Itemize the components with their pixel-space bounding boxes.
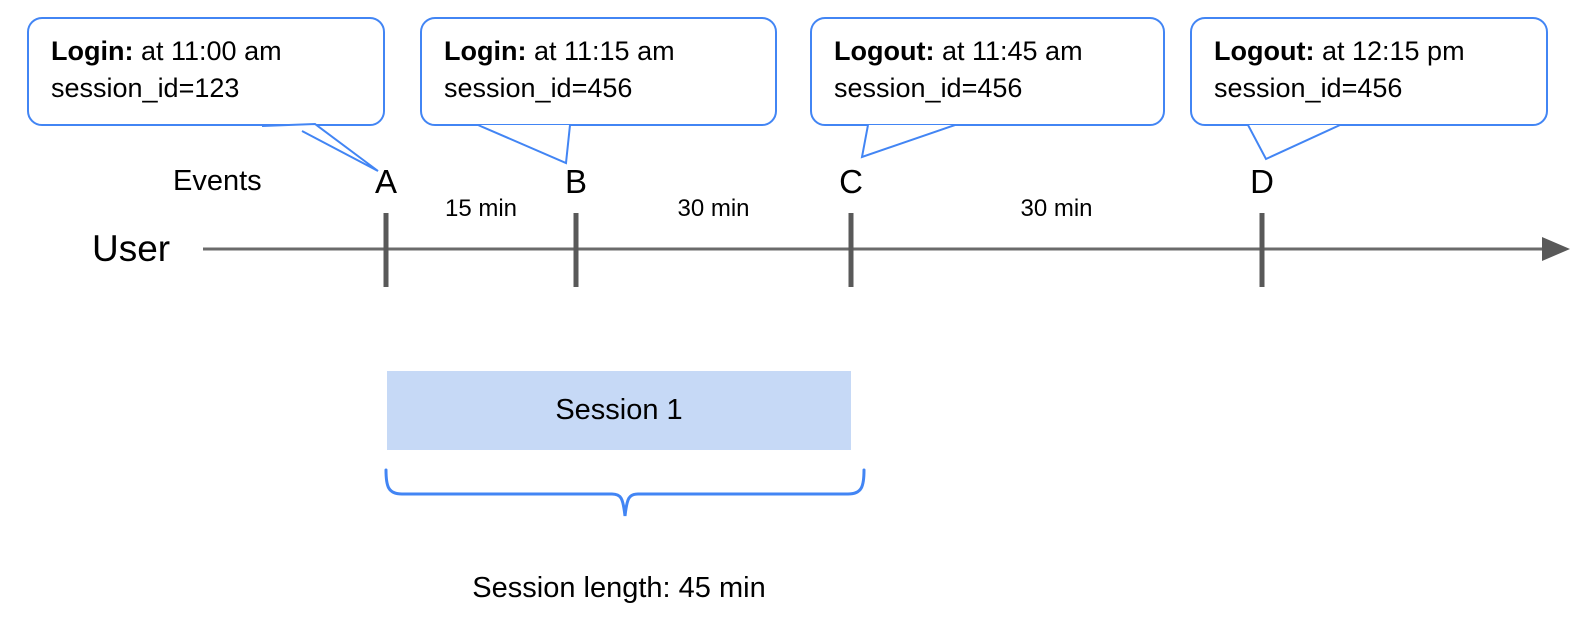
session-length-brace: [384, 468, 866, 517]
event-callout-b: Login: at 11:15 am session_id=456: [420, 17, 777, 126]
session-bar: Session 1: [387, 371, 851, 450]
event-callout-d: Logout: at 12:15 pm session_id=456: [1190, 17, 1548, 126]
callout-b-tail: [477, 124, 571, 165]
interval-label-c-d: 30 min: [1020, 195, 1093, 222]
callout-b-event-type: Login:: [444, 36, 527, 66]
interval-label-b-c: 30 min: [677, 195, 750, 222]
callout-b-session-field: session_id=456: [444, 72, 633, 103]
session-length-caption: Session length: 45 min: [472, 572, 766, 604]
callout-d-tail: [1247, 124, 1341, 161]
event-callout-a: Login: at 11:00 am session_id=123: [27, 17, 385, 126]
callout-c-event-type: Logout:: [834, 36, 935, 66]
callout-d-session-field: session_id=456: [1214, 72, 1403, 103]
marker-label-a: A: [374, 163, 397, 200]
callout-d-time: at 12:15 pm: [1321, 36, 1465, 66]
marker-label-b: B: [564, 163, 587, 200]
callout-a-time: at 11:00 am: [140, 36, 282, 66]
callout-c-time: at 11:45 am: [941, 36, 1083, 66]
callout-a-session-field: session_id=123: [51, 72, 240, 103]
marker-label-c: C: [839, 163, 863, 200]
callout-d-line1: Logout: at 12:15 pm: [1214, 33, 1526, 70]
events-row-label: Events: [173, 165, 262, 197]
callout-b-line1: Login: at 11:15 am: [444, 33, 755, 70]
callout-d-event-type: Logout:: [1214, 36, 1315, 66]
callout-a-tail: [261, 122, 379, 172]
user-row-label: User: [92, 228, 171, 269]
callout-a-line1: Login: at 11:00 am: [51, 33, 363, 70]
callout-c-line1: Logout: at 11:45 am: [834, 33, 1143, 70]
marker-label-d: D: [1250, 163, 1274, 200]
interval-label-a-b: 15 min: [444, 195, 518, 222]
callout-c-session-field: session_id=456: [834, 72, 1023, 103]
callout-c-tail: [860, 124, 956, 159]
callout-a-event-type: Login:: [51, 36, 134, 66]
callout-b-time: at 11:15 am: [533, 36, 675, 66]
event-callout-c: Logout: at 11:45 am session_id=456: [810, 17, 1165, 126]
session-bar-label: Session 1: [555, 394, 683, 426]
timeline-arrowhead-icon: [1542, 237, 1570, 261]
